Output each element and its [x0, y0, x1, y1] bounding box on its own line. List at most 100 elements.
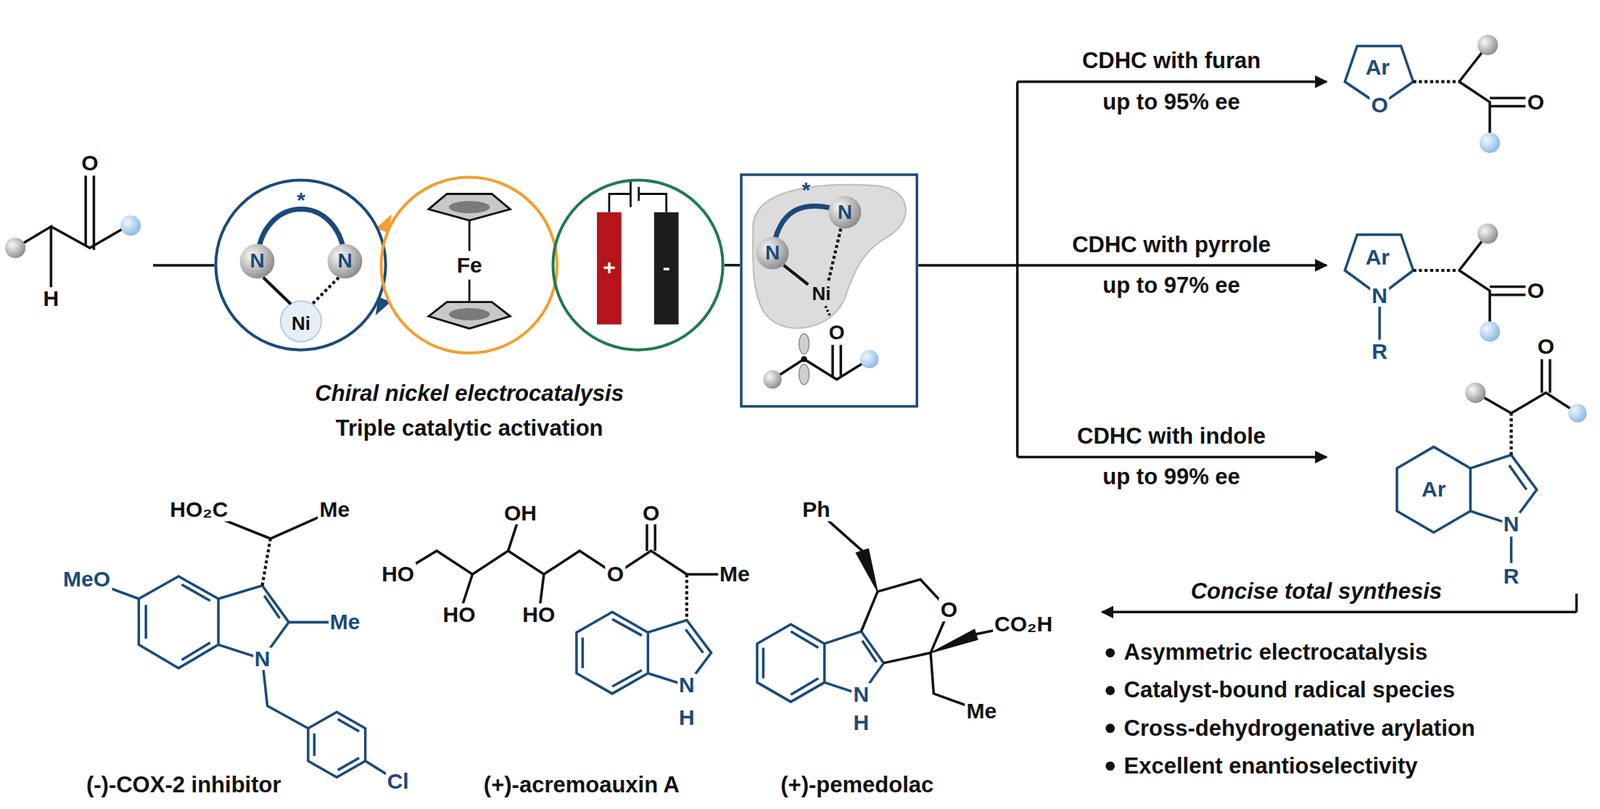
- node-outline-circle: [552, 180, 723, 351]
- nickel-catalyst-art: [240, 243, 275, 279]
- atom-label: HO₂C: [168, 499, 230, 523]
- pyrrole-product: [1344, 223, 1528, 342]
- pyrrole-product: [1413, 269, 1460, 272]
- node-text: Ni: [291, 314, 311, 333]
- atom-label: O: [1526, 90, 1546, 114]
- pyrrole-product: [1459, 233, 1528, 332]
- nickel-catalyst-art: [263, 277, 291, 305]
- bullet-text: Asymmetric electrocatalysis: [1122, 641, 1430, 666]
- electrode-art: [596, 180, 679, 325]
- atom-label: Me: [328, 610, 362, 634]
- atom-label: Ar: [1364, 245, 1392, 270]
- pemedolac-structure: [816, 510, 1025, 712]
- ferrocene-art: [428, 302, 511, 330]
- radical-complex-art: [752, 184, 906, 389]
- indole-product: [1465, 382, 1486, 404]
- atom-label: H: [677, 707, 697, 731]
- pemedolac-structure: [930, 629, 978, 653]
- bullet-text: Cross-dehydrogenative arylation: [1122, 716, 1477, 741]
- nickel-catalyst-art: [327, 243, 363, 279]
- bullet-dots: [1105, 723, 1115, 734]
- compound-name: (+)-pemedolac: [778, 773, 935, 798]
- bullet-dots: [1105, 648, 1115, 658]
- radical-complex-art: [763, 370, 782, 389]
- compound-name: (+)-acremoauxin A: [482, 773, 682, 798]
- node-text: N: [249, 250, 265, 272]
- synthesis-arrow: [1575, 594, 1579, 613]
- indole-product: [1396, 359, 1587, 563]
- caption-text: Triple catalytic activation: [334, 417, 605, 441]
- electrode-art: [654, 212, 679, 325]
- pemedolac-structure: [757, 510, 1024, 712]
- bullet-dots: [1105, 686, 1115, 696]
- radical-complex-art: [828, 195, 861, 229]
- atom-label: O: [1369, 93, 1389, 117]
- bullet-text: Excellent enantioselectivity: [1122, 754, 1420, 779]
- reaction-label: up to 97% ee: [1100, 274, 1242, 299]
- pemedolac-structure: [855, 549, 878, 592]
- branch-arrows: [918, 264, 1327, 267]
- atom-label: HO: [441, 604, 478, 628]
- bullet-text: Catalyst-bound radical species: [1122, 678, 1458, 703]
- furan-product: [1477, 34, 1498, 56]
- atom-label: Cl: [385, 770, 411, 794]
- nickel-catalyst-art: [312, 277, 340, 305]
- atom-label: O: [641, 501, 661, 526]
- atom-label: R: [1502, 565, 1521, 589]
- node-text: *: [296, 189, 306, 212]
- atom-label: Ar: [1420, 478, 1447, 502]
- radical-complex-art: [756, 237, 790, 270]
- atom-label: Me: [718, 562, 752, 587]
- node-text: N: [337, 250, 352, 272]
- node-outline-circle: [216, 180, 386, 351]
- atom-label: N: [253, 647, 272, 671]
- atom-label: HO: [380, 562, 416, 587]
- branch-arrows: [1017, 456, 1327, 460]
- node-text: O: [829, 322, 845, 344]
- atom-label: N: [1370, 284, 1389, 308]
- radical-complex-art: [799, 364, 810, 385]
- node-outline-circle: [381, 176, 558, 354]
- ferrocene-art: [428, 193, 511, 221]
- ferrocene-art: [428, 193, 511, 329]
- radical-complex-art: [860, 350, 879, 369]
- substrate-structure: [120, 215, 141, 236]
- node-text: N: [765, 242, 780, 264]
- indole-product: [1470, 455, 1537, 564]
- substrate-structure: [5, 237, 26, 259]
- pyrrole-product: [1479, 321, 1500, 342]
- reaction-label: CDHC with pyrrole: [1070, 232, 1273, 257]
- radical-complex-art: [800, 356, 807, 362]
- ferrocene-art: [448, 200, 490, 214]
- bullet-dots: [1105, 761, 1115, 771]
- furan-product: [1413, 80, 1460, 84]
- atom-label: Me: [965, 699, 999, 724]
- ferrocene-circle: Fe: [379, 175, 560, 356]
- nickel-catalyst-art: [240, 209, 393, 343]
- ferrocene-art: [468, 279, 471, 303]
- atom-label: H: [42, 287, 61, 311]
- radical-complex-art: [772, 345, 870, 381]
- branch-arrows: [1016, 81, 1020, 458]
- node-text: Fe: [456, 254, 483, 277]
- ferrocene-art: [448, 308, 490, 321]
- indole-product: [1568, 403, 1587, 423]
- electrode-art: [609, 180, 667, 213]
- node-text: N: [837, 202, 853, 223]
- electrode-circle: +-: [551, 178, 725, 352]
- atom-label: O: [605, 562, 626, 587]
- radical-complex-art: [752, 184, 906, 329]
- node-text: +: [602, 256, 616, 279]
- indole-product: [1396, 446, 1471, 533]
- acremoauxin-structure: [398, 513, 735, 616]
- synthesis-arrow: [1101, 611, 1577, 615]
- reaction-label: up to 95% ee: [1100, 89, 1242, 114]
- atom-label: O: [939, 599, 959, 623]
- substrate-structure: [15, 175, 214, 288]
- node-outline-rect: [741, 174, 917, 407]
- electrode-art: [596, 212, 622, 325]
- compound-name: (-)-COX-2 inhibitor: [84, 773, 283, 798]
- acremoauxin-structure: [398, 513, 735, 695]
- branch-arrows: [918, 81, 1327, 458]
- reaction-label: CDHC with indole: [1075, 425, 1268, 449]
